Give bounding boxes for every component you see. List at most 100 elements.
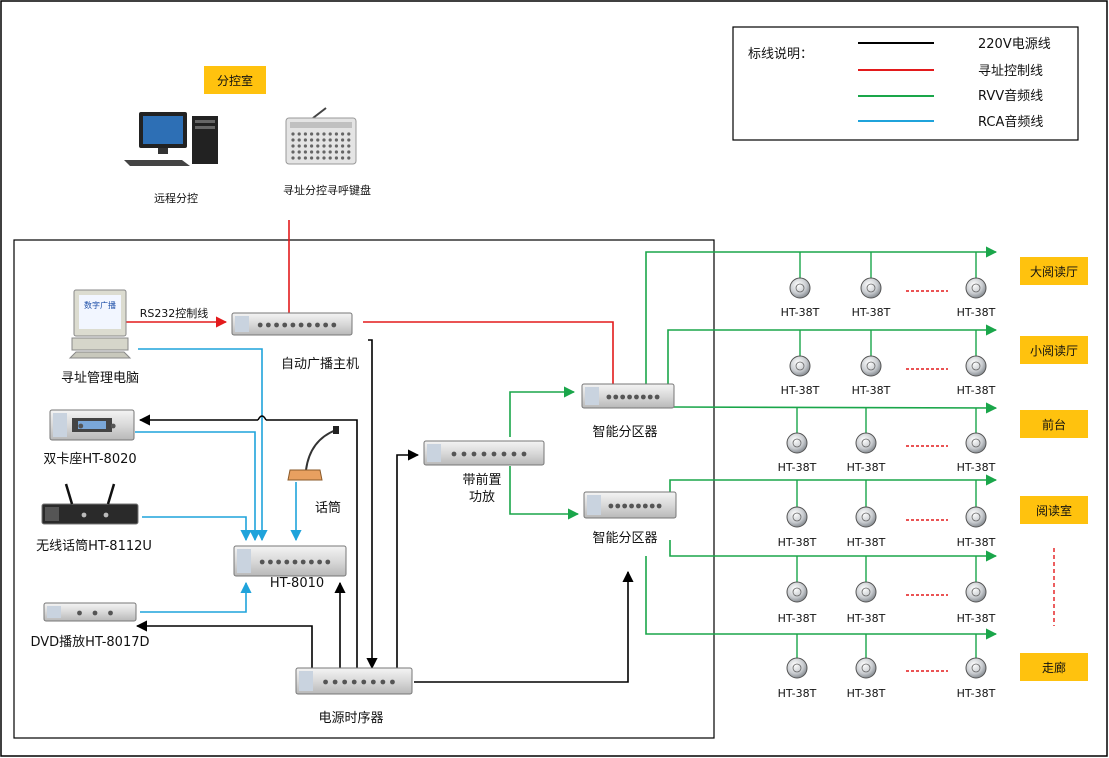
remote-pc-icon[interactable] — [124, 112, 218, 166]
speaker-model-label: HT-38T — [852, 306, 891, 319]
wireless-mic-label: 无线话筒HT-8112U — [36, 538, 152, 554]
speaker-model-label: HT-38T — [957, 384, 996, 397]
preamp-label-line1: 带前置 — [462, 472, 501, 488]
speaker[interactable]: HT-38T — [957, 556, 996, 625]
speaker-model-label: HT-38T — [847, 536, 886, 549]
speaker-model-label: HT-38T — [957, 687, 996, 700]
speaker-icon — [965, 581, 987, 603]
speaker-model-label: HT-38T — [957, 461, 996, 474]
speaker-icon — [965, 277, 987, 299]
speaker[interactable]: HT-38T — [778, 480, 817, 549]
remote-pc-label: 远程分控 — [154, 191, 198, 205]
speaker-model-label: HT-38T — [781, 306, 820, 319]
dual-deck-rack[interactable] — [49, 409, 135, 441]
speaker[interactable]: HT-38T — [781, 252, 820, 319]
speaker[interactable]: HT-38T — [778, 408, 817, 474]
legend: 标线说明： 220V电源线 寻址控制线 RVV音频线 RCA音频线 — [732, 26, 1079, 141]
equipment-room-frame — [13, 239, 715, 739]
wire-rvv-amp-zoner-top — [509, 386, 576, 437]
wire-rca-pc-mixer — [138, 348, 268, 542]
zone-badge-label: 小阅读厅 — [1030, 344, 1078, 358]
speaker[interactable]: HT-38T — [852, 252, 891, 319]
zone-badge[interactable]: 走廊 — [1020, 653, 1088, 681]
wire-rvv-amp-zoner-bottom — [509, 466, 580, 520]
speaker[interactable]: HT-38T — [847, 408, 886, 474]
host-rack[interactable] — [231, 312, 353, 336]
wire-power-host — [366, 339, 378, 670]
speaker-model-label: HT-38T — [778, 687, 817, 700]
zone-badge-label: 走廊 — [1042, 660, 1066, 675]
zone-badge-label: 阅读室 — [1036, 503, 1072, 518]
speaker-model-label: HT-38T — [778, 536, 817, 549]
speaker[interactable]: HT-38T — [778, 556, 817, 625]
zone-badge[interactable]: 阅读室 — [1020, 496, 1088, 524]
speaker[interactable]: HT-38T — [852, 330, 891, 397]
dual-deck-label: 双卡座HT-8020 — [43, 452, 136, 467]
wire-power-dvd — [135, 620, 313, 668]
wire-control-host-zoner — [363, 321, 614, 386]
legend-title: 标线说明： — [748, 47, 813, 62]
host-label: 自动广播主机 — [281, 357, 359, 372]
wires — [126, 220, 998, 683]
zoner-top-rack[interactable] — [581, 383, 675, 409]
speaker-icon — [965, 355, 987, 377]
wire-rca-wireless-mixer — [142, 516, 252, 542]
wireless-receiver-rack[interactable] — [41, 503, 139, 525]
paging-keyboard-icon[interactable] — [285, 107, 357, 165]
management-pc-icon[interactable]: 数字广播 — [68, 289, 132, 359]
zoner-bottom-rack[interactable] — [583, 491, 677, 519]
sequencer-rack[interactable] — [295, 667, 413, 695]
speaker-icon — [965, 506, 987, 528]
speaker-model-label: HT-38T — [957, 612, 996, 625]
speaker-model-label: HT-38T — [957, 306, 996, 319]
speaker-model-label: HT-38T — [847, 687, 886, 700]
zone-badge[interactable]: 前台 — [1020, 410, 1088, 438]
speaker[interactable]: HT-38T — [847, 480, 886, 549]
zone-badge-label: 大阅读厅 — [1030, 265, 1078, 279]
speaker[interactable]: HT-38T — [957, 634, 996, 700]
speaker-icon — [786, 657, 808, 679]
speaker-icon — [965, 432, 987, 454]
speaker-icon — [786, 581, 808, 603]
speaker[interactable]: HT-38T — [957, 480, 996, 549]
equipment: 数字广播 寻址管理电脑 RS232控制线 双卡座HT-8020 无线话筒HT-8… — [31, 289, 677, 726]
speaker-icon — [965, 657, 987, 679]
speaker-icon — [860, 355, 882, 377]
speaker-icon — [855, 581, 877, 603]
zone-badge[interactable]: 小阅读厅 — [1020, 336, 1088, 364]
wire-rvv-zone-1 — [645, 246, 998, 386]
zone-badge-label: 前台 — [1042, 417, 1066, 432]
speaker[interactable]: HT-38T — [847, 634, 886, 700]
wire-rvv-zone-4 — [669, 474, 998, 493]
zone-badge[interactable]: 大阅读厅 — [1020, 257, 1088, 285]
dvd-rack[interactable] — [43, 602, 137, 622]
mixer-label: HT-8010 — [270, 576, 324, 591]
speaker-model-label: HT-38T — [781, 384, 820, 397]
sequencer-label: 电源时序器 — [318, 711, 383, 726]
gooseneck-mic-icon[interactable] — [287, 426, 339, 481]
speaker-icon — [860, 277, 882, 299]
speaker[interactable]: HT-38T — [781, 330, 820, 397]
rs232-label: RS232控制线 — [140, 306, 209, 320]
speaker[interactable]: HT-38T — [778, 634, 817, 700]
legend-label-rca: RCA音频线 — [978, 114, 1043, 130]
paging-keyboard-label: 寻址分控寻呼键盘 — [283, 183, 371, 197]
mixer-rack[interactable] — [233, 545, 347, 577]
wire-rca-dvd-mixer — [140, 581, 252, 613]
speaker[interactable]: HT-38T — [957, 252, 996, 319]
speaker-icon — [789, 277, 811, 299]
mic-label: 话筒 — [315, 500, 341, 516]
preamp-rack[interactable] — [423, 440, 545, 466]
zoner-bottom-label: 智能分区器 — [592, 531, 657, 546]
wire-power-dualdeck — [140, 420, 358, 668]
control-room: 分控室 远程分控 寻址分控寻呼键盘 — [124, 66, 371, 205]
wire-power-zoner — [414, 570, 634, 683]
speaker[interactable]: HT-38T — [957, 330, 996, 397]
speaker[interactable]: HT-38T — [957, 408, 996, 474]
speaker[interactable]: HT-38T — [847, 556, 886, 625]
speaker-model-label: HT-38T — [778, 612, 817, 625]
speaker-icon — [855, 432, 877, 454]
speaker-model-label: HT-38T — [852, 384, 891, 397]
